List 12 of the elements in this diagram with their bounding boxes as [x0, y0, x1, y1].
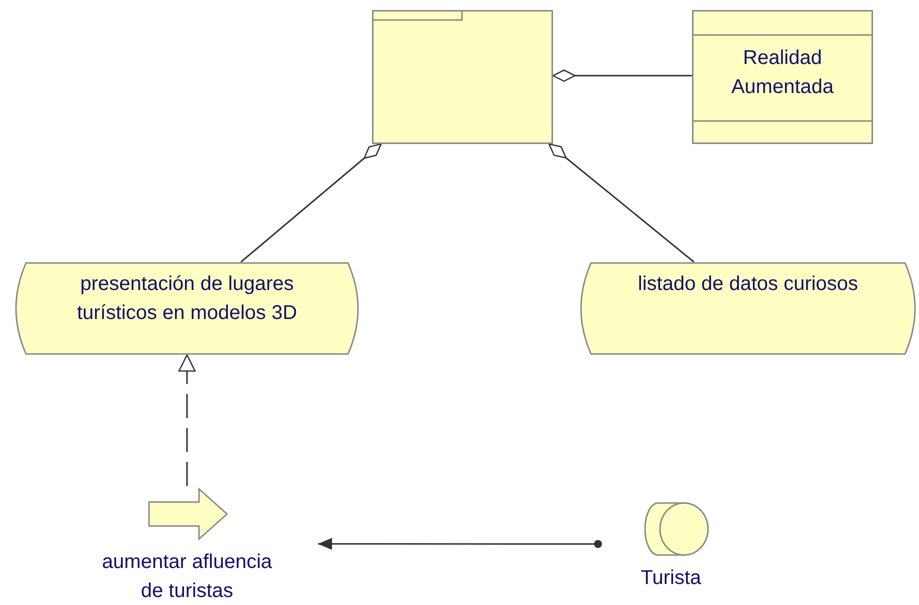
element-label: presentación de lugares turísticos en modelos 3D — [76, 272, 298, 326]
aggregation-line — [240, 143, 382, 263]
aggregation-line — [552, 70, 692, 82]
element-label: Realidad Aumentada — [730, 46, 835, 100]
arrow — [318, 538, 602, 550]
element-label: aumentar afluencia de turistas — [100, 550, 274, 604]
aggregation-line — [548, 143, 694, 263]
element-label: listado de datos curiosos — [636, 272, 860, 297]
element-label: Turista — [640, 566, 702, 591]
contract-box — [692, 10, 873, 144]
product-box — [372, 10, 553, 144]
arrow — [178, 354, 196, 486]
